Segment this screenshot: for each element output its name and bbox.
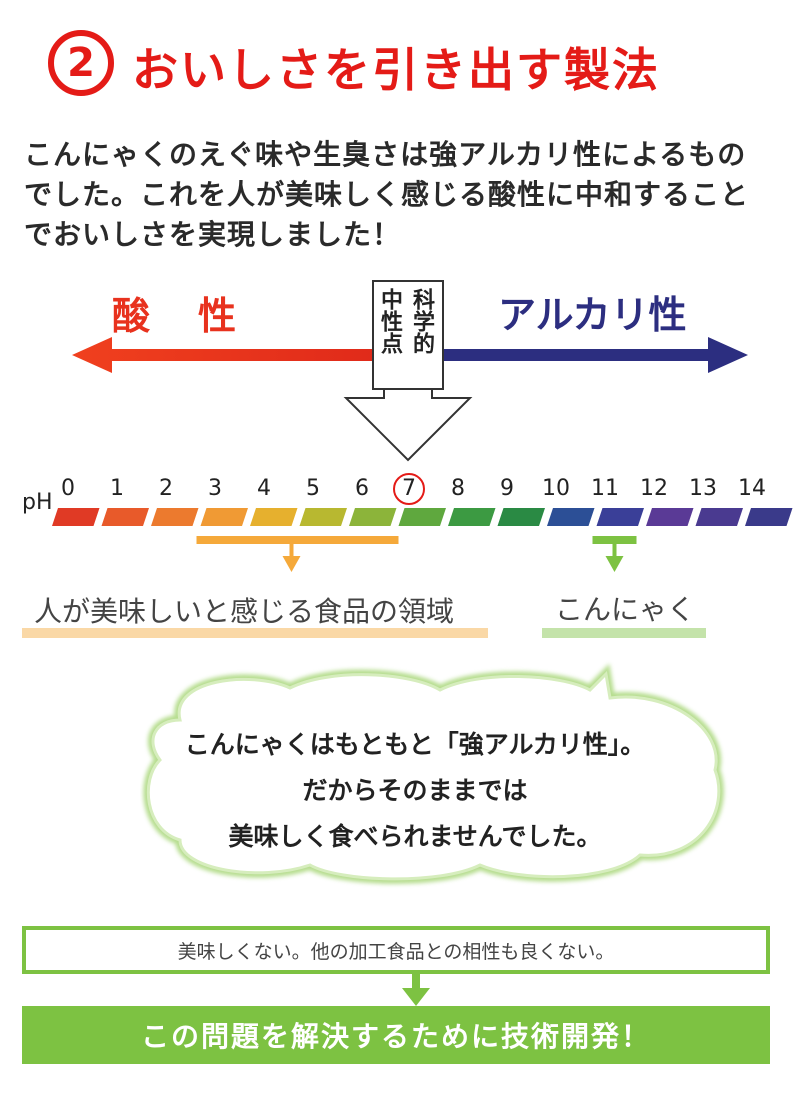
ph-neutral-circle (393, 473, 425, 505)
speech-bubble (143, 663, 724, 884)
ph-tick: 2 (159, 476, 173, 501)
ph-segment (497, 508, 545, 526)
intro-line: こんにゃくのえぐ味や生臭さは強アルカリ性によるもの (24, 138, 747, 171)
ph-segment (349, 508, 397, 526)
ph-segment (547, 508, 595, 526)
ph-segment (695, 508, 743, 526)
tasty-underline (22, 628, 488, 638)
acid-label: 酸性 (112, 294, 285, 338)
ph-tick: 8 (451, 476, 465, 501)
problem-box: 美味しくない。他の加工食品との相性も良くない。 (22, 926, 770, 974)
scientific-text: 科学的 (409, 288, 434, 354)
ph-segment (200, 508, 248, 526)
bubble-line: だからそのままでは (302, 776, 528, 805)
section-number-badge: 2 (48, 30, 114, 96)
neutral-point-text: 中性点 (377, 288, 402, 354)
tasty-range-stem (289, 544, 294, 558)
ph-segment (299, 508, 347, 526)
ph-axis-label: pH (22, 490, 53, 515)
ph-tick-highlight: 7 (402, 476, 416, 501)
konjac-underline (542, 628, 706, 638)
konjac-range-label: こんにゃく (555, 593, 696, 626)
ph-segment (151, 508, 199, 526)
intro-line: でした。これを人が美味しく感じる酸性に中和すること (24, 178, 750, 211)
down-arrow-icon (402, 974, 430, 1006)
konjac-marker-arrowhead (605, 556, 624, 572)
ph-segment (250, 508, 298, 526)
ph-tick: 4 (257, 476, 271, 501)
ph-segment (646, 508, 694, 526)
ph-tick: 12 (640, 476, 668, 501)
section-title: おいしさを引き出す製法 (132, 43, 660, 97)
ph-tick: 1 (110, 476, 124, 501)
bubble-line: こんにゃくはもともと「強アルカリ性」。 (184, 730, 646, 759)
ph-tick: 10 (542, 476, 570, 501)
ph-segment (745, 508, 793, 526)
solution-banner: この問題を解決するために技術開発！ (22, 1006, 770, 1064)
ph-tick: 9 (500, 476, 514, 501)
ph-segment (398, 508, 446, 526)
ph-segment (52, 508, 100, 526)
neutral-down-arrow (343, 387, 473, 462)
ph-tick: 14 (738, 476, 766, 501)
intro-paragraph: こんにゃくのえぐ味や生臭さは強アルカリ性によるもの でした。これを人が美味しく感… (24, 135, 784, 255)
ph-tick: 0 (61, 476, 75, 501)
tasty-range-bar (196, 536, 399, 544)
ph-segment (101, 508, 149, 526)
ph-scale-bar (22, 508, 793, 638)
intro-line: でおいしさを実現しました！ (24, 218, 402, 251)
tasty-range-arrowhead (282, 556, 301, 572)
ph-tick: 11 (591, 476, 619, 501)
alkali-label: アルカリ性 (498, 293, 687, 337)
ph-segment (448, 508, 496, 526)
ph-segment (596, 508, 644, 526)
konjac-marker-bar (592, 536, 637, 544)
acid-arrow (72, 337, 380, 373)
konjac-marker-stem (612, 544, 617, 558)
alkali-arrow (420, 337, 748, 373)
ph-tick: 3 (208, 476, 222, 501)
ph-tick: 5 (306, 476, 320, 501)
bubble-text: こんにゃくはもともと「強アルカリ性」。 だからそのままでは 美味しく食べられませ… (150, 722, 680, 860)
ph-tick: 6 (355, 476, 369, 501)
neutral-point-box: 中性点 科学的 (372, 280, 444, 390)
tasty-range-label: 人が美味しいと感じる食品の領域 (34, 595, 455, 628)
ph-tick: 13 (689, 476, 717, 501)
bubble-line: 美味しく食べられませんでした。 (228, 822, 602, 851)
